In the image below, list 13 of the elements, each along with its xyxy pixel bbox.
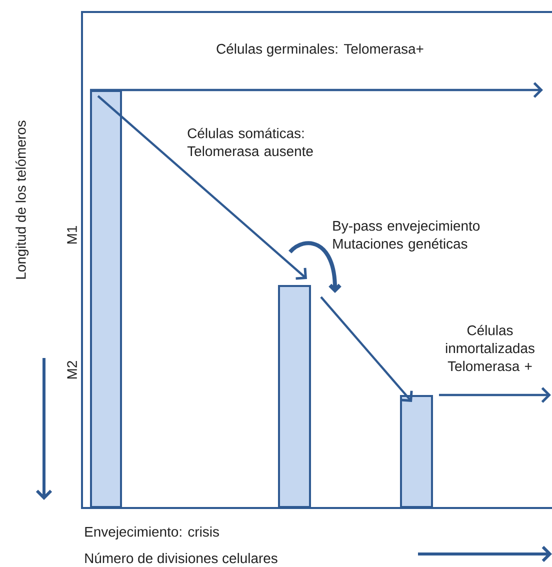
arrow	[97, 95, 307, 280]
arrow	[90, 82, 543, 98]
text-label: Longitud de los telómeros	[15, 120, 29, 279]
bar	[278, 285, 311, 508]
text-label: M1	[67, 226, 77, 244]
arrow	[439, 387, 551, 403]
text-label: Células somáticas: Telomerasa ausente	[187, 128, 313, 156]
bar	[90, 90, 122, 508]
text-label: Células germinales: Telomerasa+	[216, 43, 424, 57]
arrow	[320, 296, 413, 402]
text-label: Número de divisiones celulares	[85, 552, 278, 564]
text-label: M2	[67, 361, 77, 379]
bar	[400, 395, 433, 508]
